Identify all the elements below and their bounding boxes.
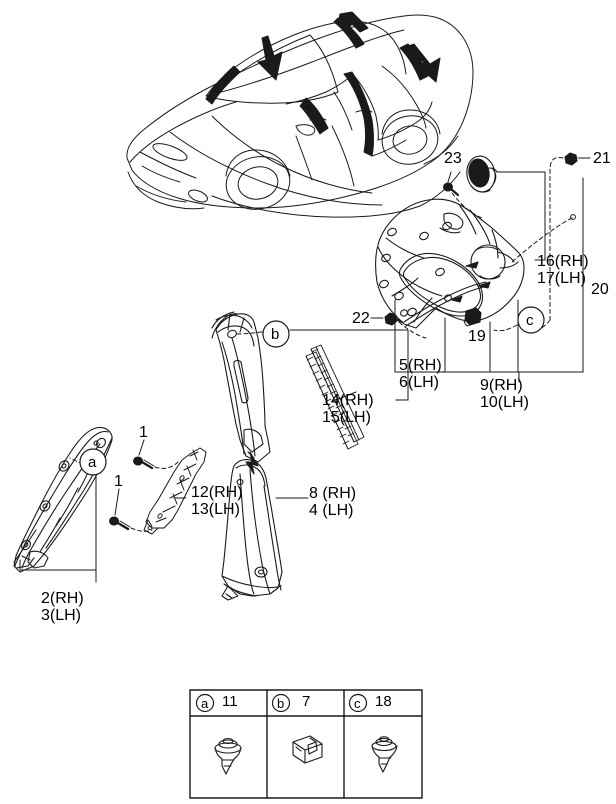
vehicle-illustration	[126, 11, 474, 218]
center-pillar-seal-strip	[305, 344, 365, 450]
legend-clip-a	[214, 737, 242, 775]
legend-qty-a: 11	[222, 693, 238, 710]
screw-fastener-lower	[109, 516, 131, 531]
callout-16-17: 16(RH) 17(LH)	[537, 253, 589, 287]
callout-12-13: 12(RH) 13(LH)	[191, 484, 243, 518]
center-pillar-upper-trim	[211, 311, 271, 475]
circle-callout-a: a	[88, 454, 97, 471]
legend-symbol-c: c	[354, 696, 361, 711]
callout-5-6: 5(RH) 6(LH)	[399, 357, 442, 391]
quarter-trim-clip	[463, 307, 482, 327]
front-pillar-bracket	[143, 447, 207, 535]
legend-symbols	[195, 693, 368, 713]
callout-21: 21	[593, 150, 611, 167]
center-pillar-lower-trim	[221, 459, 283, 601]
legend-qty-c: 18	[375, 693, 392, 710]
legend-symbol-a: a	[201, 696, 209, 711]
lower-fastener-nut	[384, 312, 403, 326]
circle-callouts	[79, 306, 545, 476]
legend-qty-b: 7	[302, 693, 311, 710]
callout-9-10: 9(RH) 10(LH)	[480, 377, 529, 411]
callout-23: 23	[444, 150, 462, 167]
screw-fastener-upper	[133, 456, 155, 470]
legend-clip-c	[371, 736, 398, 773]
callout-14-15: 14(RH) 15(LH)	[322, 392, 374, 426]
leader-lines	[19, 157, 591, 583]
speaker-fastener-screw	[443, 182, 460, 197]
circle-callout-c: c	[526, 312, 534, 329]
upper-fastener-nut	[564, 152, 578, 166]
callout-22: 22	[352, 310, 370, 327]
callout-2-3: 2(RH) 3(LH)	[41, 590, 84, 624]
callout-8-4: 8 (RH) 4 (LH)	[309, 485, 357, 519]
legend-clip-b	[292, 735, 323, 764]
circle-callout-b: b	[271, 326, 280, 343]
legend-symbol-b: b	[277, 696, 285, 711]
rear-quarter-trim	[375, 198, 525, 329]
callout-19: 19	[468, 328, 486, 345]
callout-1-upper: 1	[139, 424, 148, 441]
rear-speaker-grille	[466, 155, 497, 193]
callout-20: 20	[591, 281, 609, 298]
callout-1-lower: 1	[114, 473, 123, 490]
